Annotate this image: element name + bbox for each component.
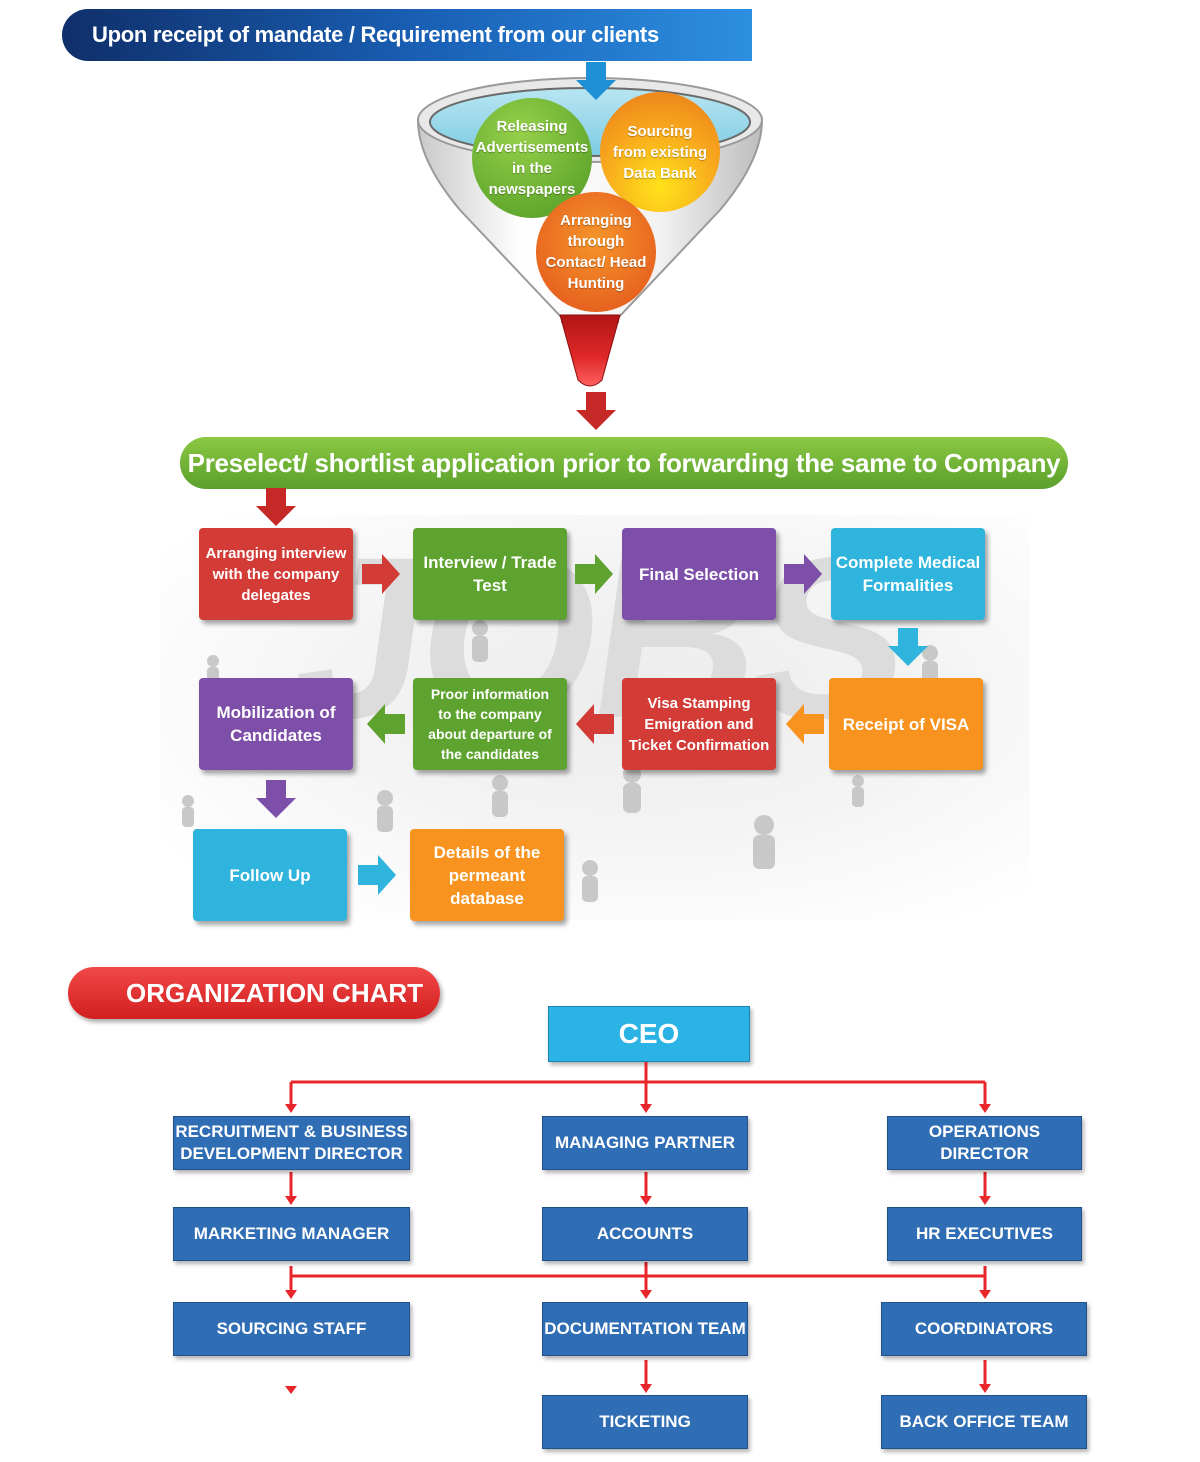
people-figures [182,620,938,902]
funnel-inlet-arrow [576,62,616,100]
circle-headhunting: Arranging through Contact/ Head Hunting [536,192,656,312]
step-permanent-database: Details of the permeant database [410,829,564,921]
arrow-right-icon [575,554,613,594]
arrow-left-icon [576,704,614,744]
org-hr-executives: HR EXECUTIVES [887,1207,1082,1261]
process-arrows [256,554,928,895]
org-back-office-team: BACK OFFICE TEAM [881,1395,1087,1449]
mandate-banner: Upon receipt of mandate / Requirement fr… [62,9,752,61]
step-final-selection: Final Selection [622,528,776,620]
preselect-banner: Preselect/ shortlist application prior t… [180,437,1068,489]
step-prior-information: Proor information to the company about d… [413,678,567,770]
org-marketing-manager: MARKETING MANAGER [173,1207,410,1261]
arrow-left-icon [367,704,405,744]
arrow-right-icon [784,554,822,594]
funnel-outlet-arrow [576,392,616,430]
arrow-banner-to-step1 [256,488,296,526]
step-visa-stamping: Visa Stamping Emigration and Ticket Conf… [622,678,776,770]
org-operations-director: OPERATIONS DIRECTOR [887,1116,1082,1170]
org-ticketing: TICKETING [542,1395,748,1449]
arrow-left-icon [786,704,824,744]
arrow-down-icon [888,628,928,666]
org-managing-partner: MANAGING PARTNER [542,1116,748,1170]
org-documentation-team: DOCUMENTATION TEAM [542,1302,748,1356]
step-receipt-of-visa: Receipt of VISA [829,678,983,770]
circle-databank: Sourcing from existing Data Bank [600,92,720,212]
step-medical-formalities: Complete Medical Formalities [831,528,985,620]
arrow-right-icon [362,554,400,594]
org-recruitment-director: RECRUITMENT & BUSINESS DEVELOPMENT DIREC… [173,1116,410,1170]
org-accounts: ACCOUNTS [542,1207,748,1261]
arrow-down-icon [256,780,296,818]
org-chart-title: ORGANIZATION CHART [68,967,440,1019]
org-sourcing-staff: SOURCING STAFF [173,1302,410,1356]
step-mobilization: Mobilization of Candidates [199,678,353,770]
org-ceo: CEO [548,1006,750,1062]
step-follow-up: Follow Up [193,829,347,921]
arrow-right-icon [358,855,396,895]
step-interview-trade-test: Interview / Trade Test [413,528,567,620]
org-coordinators: COORDINATORS [881,1302,1087,1356]
step-arranging-interview: Arranging interview with the company del… [199,528,353,620]
